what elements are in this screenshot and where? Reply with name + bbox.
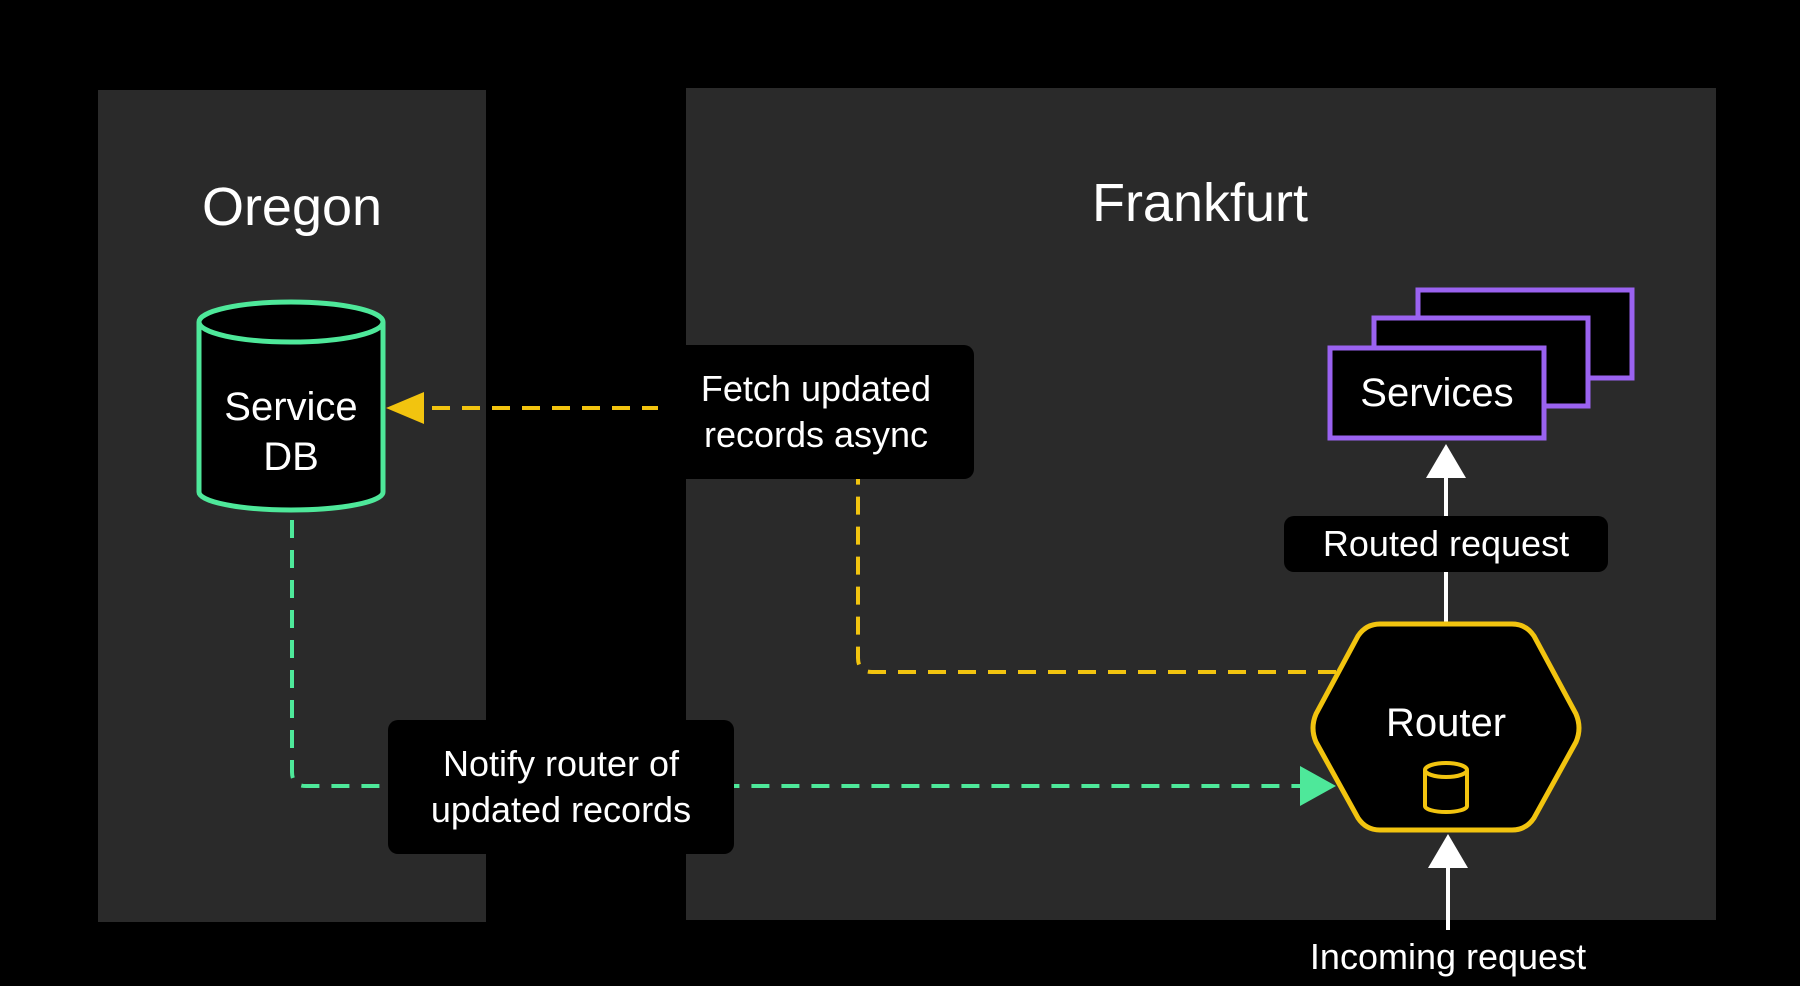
edge-label-fetch-line1: Fetch updated <box>700 368 932 409</box>
region-title-oregon: Oregon <box>201 177 383 237</box>
router-label: Router <box>1385 701 1507 745</box>
service-db-cylinder[interactable] <box>196 299 386 513</box>
services-stack[interactable] <box>1327 287 1635 441</box>
database-icon <box>1423 761 1469 814</box>
region-title-frankfurt: Frankfurt <box>1091 173 1309 233</box>
edge-label-fetch-line2: records async <box>703 414 929 455</box>
edge-label-notify-line1: Notify router of <box>442 743 680 784</box>
edge-notify-arrowhead <box>1300 766 1336 806</box>
edge-label-routed: Routed request <box>1284 516 1608 572</box>
edge-label-notify-line2: updated records <box>430 789 692 830</box>
edge-label-notify: Notify router of updated records <box>388 720 734 854</box>
services-label: Services <box>1360 371 1514 415</box>
router-hexagon[interactable] <box>1310 621 1582 833</box>
edge-fetch-arrowhead <box>386 392 424 424</box>
edge-notify-line <box>290 520 1306 788</box>
edge-routed-arrowhead <box>1426 444 1466 478</box>
edge-label-fetch: Fetch updated records async <box>658 345 974 479</box>
service-db-label-line1: Service <box>224 385 358 429</box>
service-db-label-line2: DB <box>263 435 319 479</box>
service-db-label: Service DB <box>199 382 383 482</box>
edge-fetch-line <box>856 408 1336 674</box>
edge-label-incoming: Incoming request <box>1309 936 1587 977</box>
edge-incoming-arrowhead <box>1428 834 1468 868</box>
